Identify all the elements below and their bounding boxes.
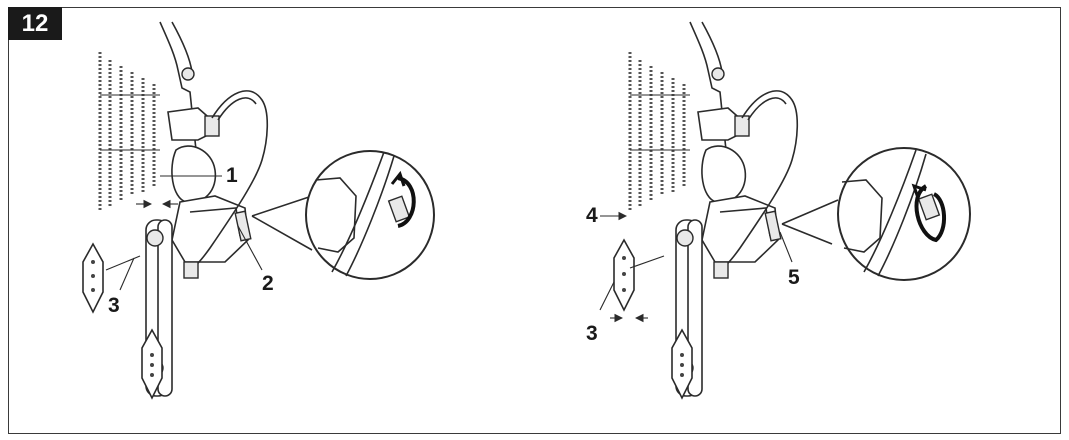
- callout-1: 1: [226, 164, 238, 187]
- figure-frame: [8, 7, 1061, 434]
- left-detail-magnifier: [251, 150, 435, 280]
- right-detail-magnifier: [781, 147, 971, 281]
- callout-3-right: 3: [586, 322, 598, 345]
- left-derailleur-drawing: [82, 21, 435, 400]
- left-cassette: [98, 52, 160, 212]
- right-derailleur-drawing: [599, 21, 971, 400]
- callout-4: 4: [586, 204, 598, 227]
- callout-3-left: 3: [108, 294, 120, 317]
- right-cassette: [628, 52, 690, 212]
- step-number-badge: 12: [8, 7, 62, 40]
- callout-5: 5: [788, 266, 800, 289]
- callout-2: 2: [262, 272, 274, 295]
